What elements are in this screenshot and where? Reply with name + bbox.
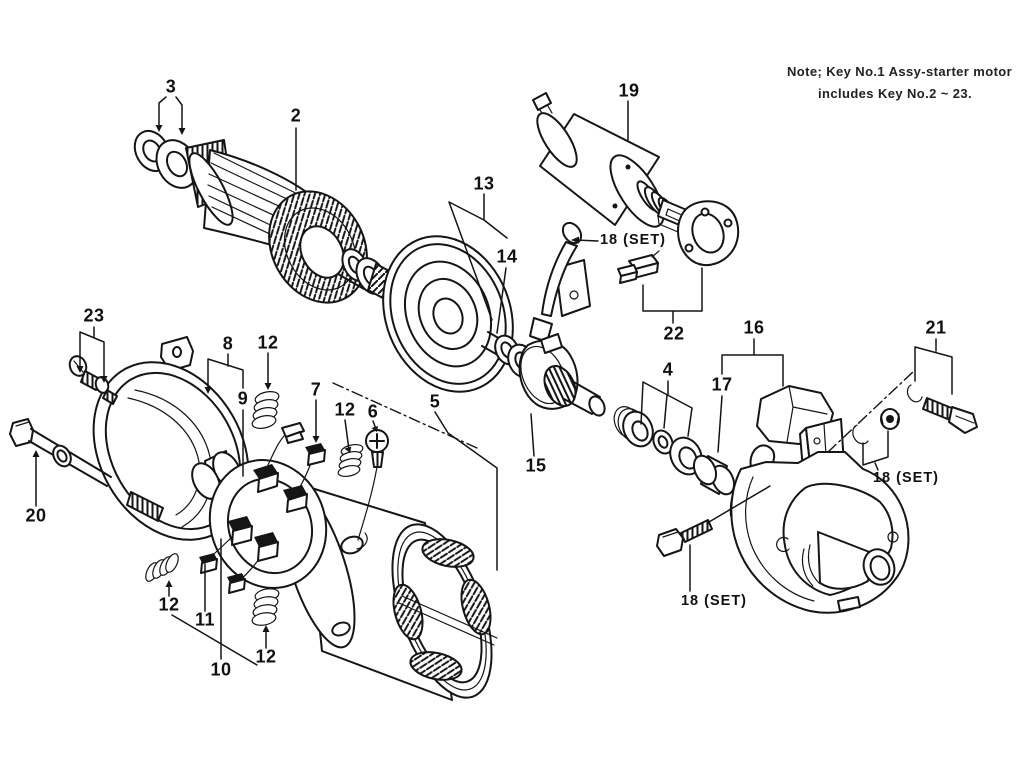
label-15: 15 xyxy=(525,455,547,476)
label-18set-bottom: 18 (SET) xyxy=(680,593,748,609)
center-bracket-drawing xyxy=(382,235,517,393)
solenoid-terminal-drawing xyxy=(617,250,660,284)
note-line-1: Note; Key No.1 Assy-starter motor xyxy=(787,64,1013,79)
label-10: 10 xyxy=(210,659,232,680)
label-9: 9 xyxy=(237,388,249,409)
note-line-2: includes Key No.2 ~ 23. xyxy=(818,86,973,101)
label-8: 8 xyxy=(222,333,234,354)
solenoid-gasket-drawing xyxy=(677,200,740,267)
label-22: 22 xyxy=(663,323,685,344)
housing-bolt-drawing xyxy=(656,485,771,557)
brush-screws-drawing xyxy=(68,355,118,405)
yoke-drawing xyxy=(280,485,498,701)
nut-washer-set-drawing xyxy=(852,408,900,445)
drive-pinion-drawing xyxy=(494,334,606,417)
brush-springs-drawing xyxy=(145,391,364,626)
label-11: 11 xyxy=(194,609,216,630)
pinion-bushing-drawing xyxy=(692,454,736,496)
label-20: 20 xyxy=(25,505,47,526)
label-12-d: 12 xyxy=(255,646,277,667)
label-13: 13 xyxy=(473,173,495,194)
label-19: 19 xyxy=(618,80,640,101)
label-2: 2 xyxy=(290,105,302,126)
label-12-b: 12 xyxy=(334,399,356,420)
mount-bolt-drawing xyxy=(906,384,978,434)
label-5: 5 xyxy=(429,391,441,412)
label-4: 4 xyxy=(662,359,674,380)
label-3: 3 xyxy=(165,76,177,97)
label-17: 17 xyxy=(711,374,733,395)
leader-lines xyxy=(32,96,953,666)
label-21: 21 xyxy=(925,317,947,338)
label-18set-solenoid: 18 (SET) xyxy=(599,232,667,248)
label-23: 23 xyxy=(83,305,105,326)
label-18set-right: 18 (SET) xyxy=(872,470,940,486)
pinion-stopper-rings-drawing xyxy=(613,406,703,476)
label-16: 16 xyxy=(743,317,765,338)
gear-case-drawing xyxy=(729,385,910,614)
armature-drawing xyxy=(185,139,415,311)
thrust-washers-drawing xyxy=(133,129,199,189)
label-6: 6 xyxy=(367,401,379,422)
label-12-c: 12 xyxy=(158,594,180,615)
label-12-a: 12 xyxy=(257,332,279,353)
brush-holder-plate-drawing xyxy=(199,422,328,594)
label-7: 7 xyxy=(310,379,322,400)
shift-lever-drawing xyxy=(529,221,591,354)
through-bolt-drawing xyxy=(9,418,164,522)
solenoid-drawing xyxy=(532,92,695,238)
label-14: 14 xyxy=(496,246,518,267)
